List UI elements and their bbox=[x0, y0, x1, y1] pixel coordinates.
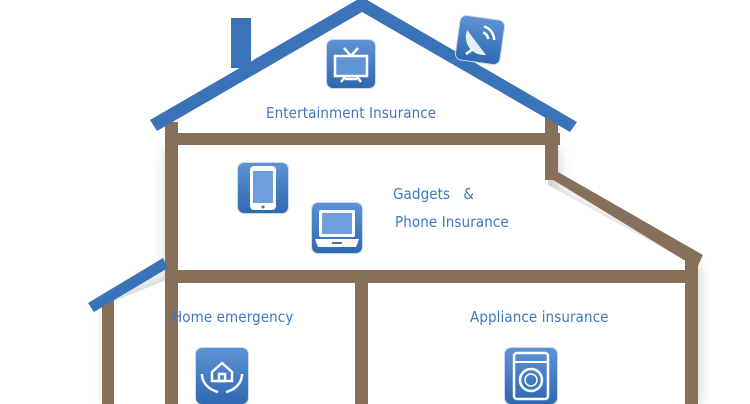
tv-icon bbox=[327, 40, 375, 88]
walls bbox=[102, 118, 703, 404]
home-emergency-label: Home emergency bbox=[172, 308, 294, 326]
phone-insurance-label: Phone Insurance bbox=[395, 213, 509, 231]
entertainment-insurance-label: Entertainment Insurance bbox=[266, 104, 437, 122]
appliance-insurance-label: Appliance insurance bbox=[470, 308, 609, 326]
laptop-icon bbox=[312, 203, 362, 253]
gadgets-label: Gadgets & bbox=[393, 185, 474, 203]
smartphone-icon bbox=[238, 163, 288, 213]
roof bbox=[88, 0, 577, 312]
washing-machine-icon bbox=[505, 348, 557, 404]
house-in-hands-icon bbox=[196, 348, 248, 404]
satellite-dish-icon bbox=[455, 15, 505, 65]
